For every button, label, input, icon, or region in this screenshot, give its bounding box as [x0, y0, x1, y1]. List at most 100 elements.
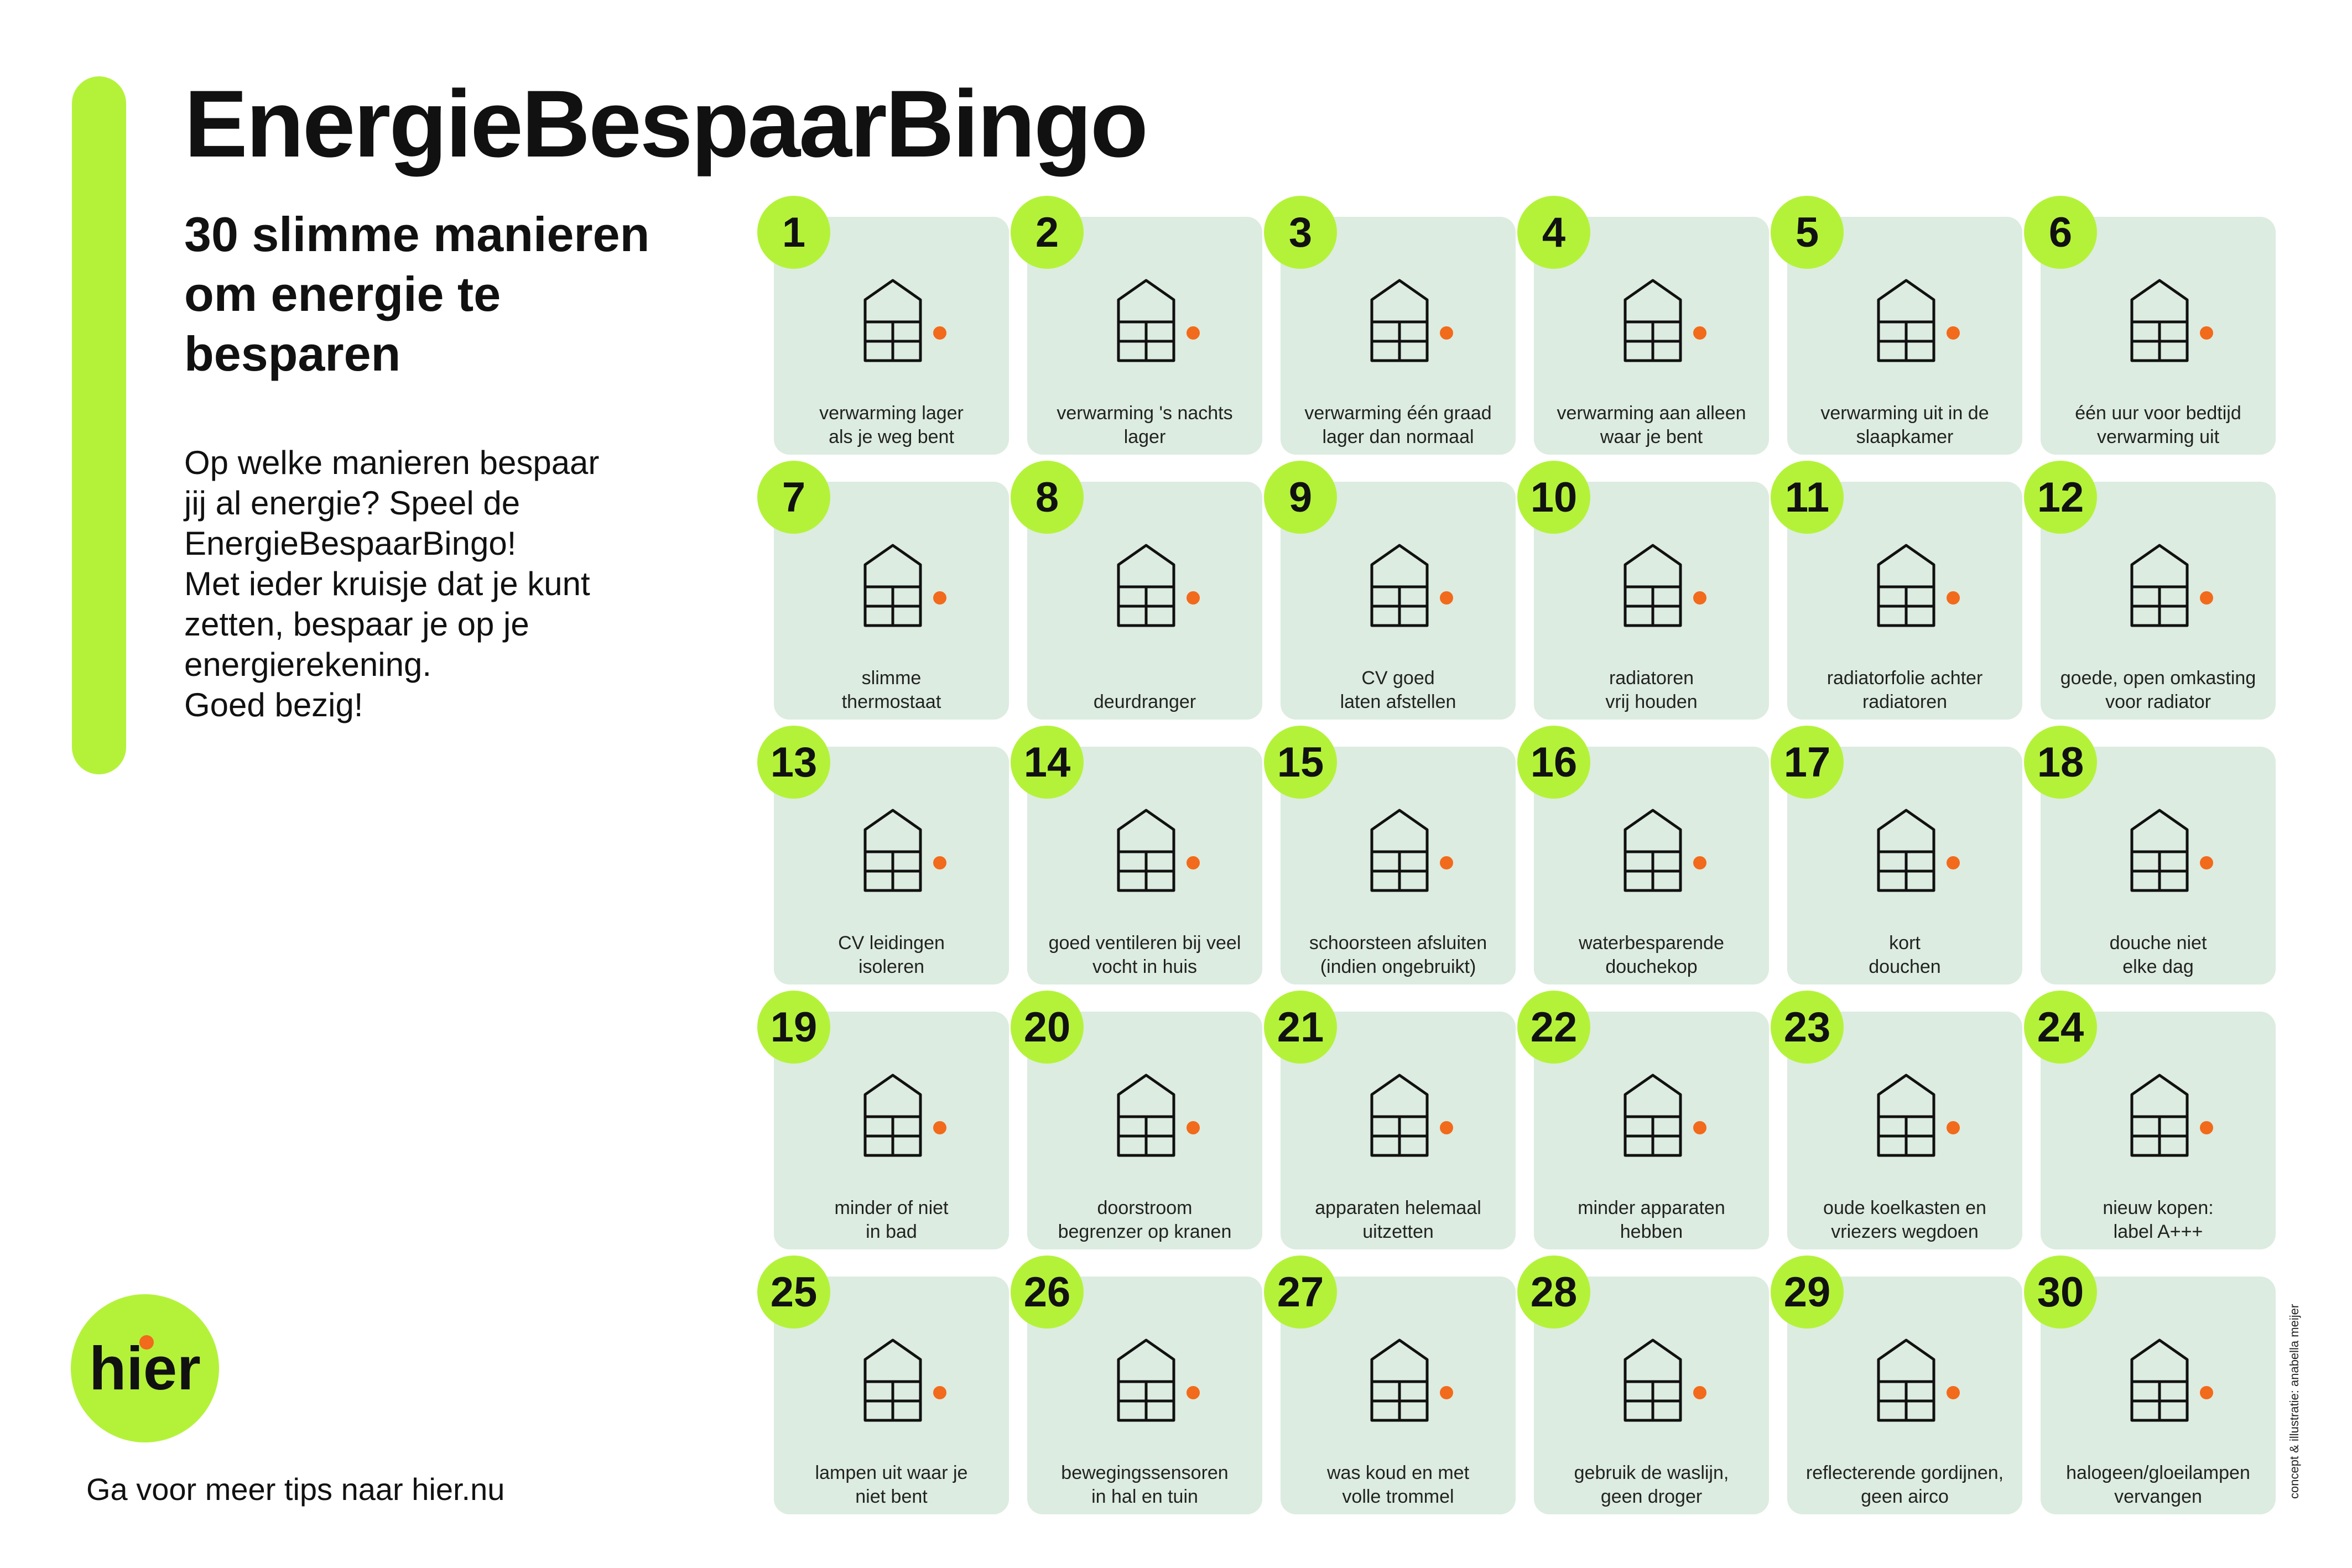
- card-label-line: apparaten helemaal: [1315, 1197, 1481, 1218]
- shower-head-icon: [1573, 796, 1733, 907]
- logo-dot: [139, 1335, 154, 1350]
- footer-text: Ga voor meer tips naar hier.nu: [86, 1472, 505, 1507]
- card-label-line: vrij houden: [1605, 691, 1698, 712]
- card-label-line: één uur voor bedtijd: [2075, 403, 2241, 424]
- card-label-line: voor radiator: [2105, 691, 2211, 712]
- radiator-foil-icon: [1826, 532, 1986, 642]
- house-ventilation-icon: [1066, 796, 1226, 907]
- card-number: 28: [1517, 1256, 1590, 1329]
- credit-text: concept & illustratie: anabella meijer: [2287, 1304, 2301, 1499]
- house-thermometer-icon: [813, 267, 973, 377]
- card-number: 9: [1264, 461, 1337, 534]
- card-number: 19: [757, 991, 830, 1064]
- card-label-line: laten afstellen: [1340, 691, 1456, 712]
- house-off-switch-icon: [1826, 267, 1986, 377]
- card-label-line: lager dan normaal: [1322, 426, 1474, 447]
- card-label-line: verwarming lager: [819, 403, 964, 424]
- bingo-card[interactable]: 28 gebruik de waslijn,geen droger: [1517, 1256, 1769, 1514]
- card-label-line: radiatoren: [1609, 668, 1694, 689]
- card-label: gebruik de waslijn,geen droger: [1539, 1459, 1763, 1509]
- card-label-line: lager: [1123, 426, 1166, 447]
- hier-logo: hier: [71, 1294, 219, 1442]
- card-label-line: minder of niet: [834, 1197, 949, 1218]
- card-label-line: geen droger: [1600, 1486, 1703, 1507]
- sponge-icon: [2079, 796, 2240, 907]
- card-label-line: nieuw kopen:: [2103, 1197, 2214, 1218]
- card-label-line: verwarming aan alleen: [1557, 403, 1746, 424]
- card-number: 29: [1771, 1256, 1844, 1329]
- card-number: 15: [1264, 726, 1337, 799]
- house-moon-icon: [1066, 267, 1226, 377]
- subtitle-line: besparen: [184, 326, 401, 381]
- card-label-line: in bad: [866, 1221, 917, 1242]
- card-label-line: verwarming uit in de: [1820, 403, 1989, 424]
- devices-off-icon: [1319, 1061, 1480, 1172]
- card-number: 12: [2024, 461, 2097, 534]
- card-label-line: CV goed: [1361, 668, 1435, 689]
- house-sun-icon: [1826, 1326, 1986, 1437]
- intro-line: zetten, bespaar je op je: [184, 606, 529, 643]
- card-number: 11: [1771, 461, 1844, 534]
- card-label-line: waar je bent: [1600, 426, 1703, 447]
- card-label-line: douche niet: [2109, 933, 2207, 954]
- card-number: 17: [1771, 726, 1844, 799]
- card-label-line: elke dag: [2122, 956, 2194, 977]
- card-label-line: uitzetten: [1362, 1221, 1434, 1242]
- house-timer-icon: [2079, 267, 2240, 377]
- radiator-cover-icon: [2079, 532, 2240, 642]
- card-number: 26: [1011, 1256, 1084, 1329]
- radiator-sofa-icon: [1573, 532, 1733, 642]
- card-label-line: geen airco: [1861, 1486, 1949, 1507]
- card-label-line: was koud en met: [1326, 1462, 1470, 1483]
- intro-line: Op welke manieren bespaar: [184, 444, 600, 481]
- door-closer-icon: [1066, 532, 1226, 642]
- card-number: 18: [2024, 726, 2097, 799]
- bingo-card[interactable]: 19 minder of niet in bad: [757, 991, 1009, 1249]
- card-number: 3: [1264, 196, 1337, 269]
- card-label: deurdranger: [1033, 664, 1257, 714]
- house-room-icon: [1573, 267, 1733, 377]
- card-number: 10: [1517, 461, 1590, 534]
- card-number: 13: [757, 726, 830, 799]
- house-sweater-icon: [1319, 267, 1480, 377]
